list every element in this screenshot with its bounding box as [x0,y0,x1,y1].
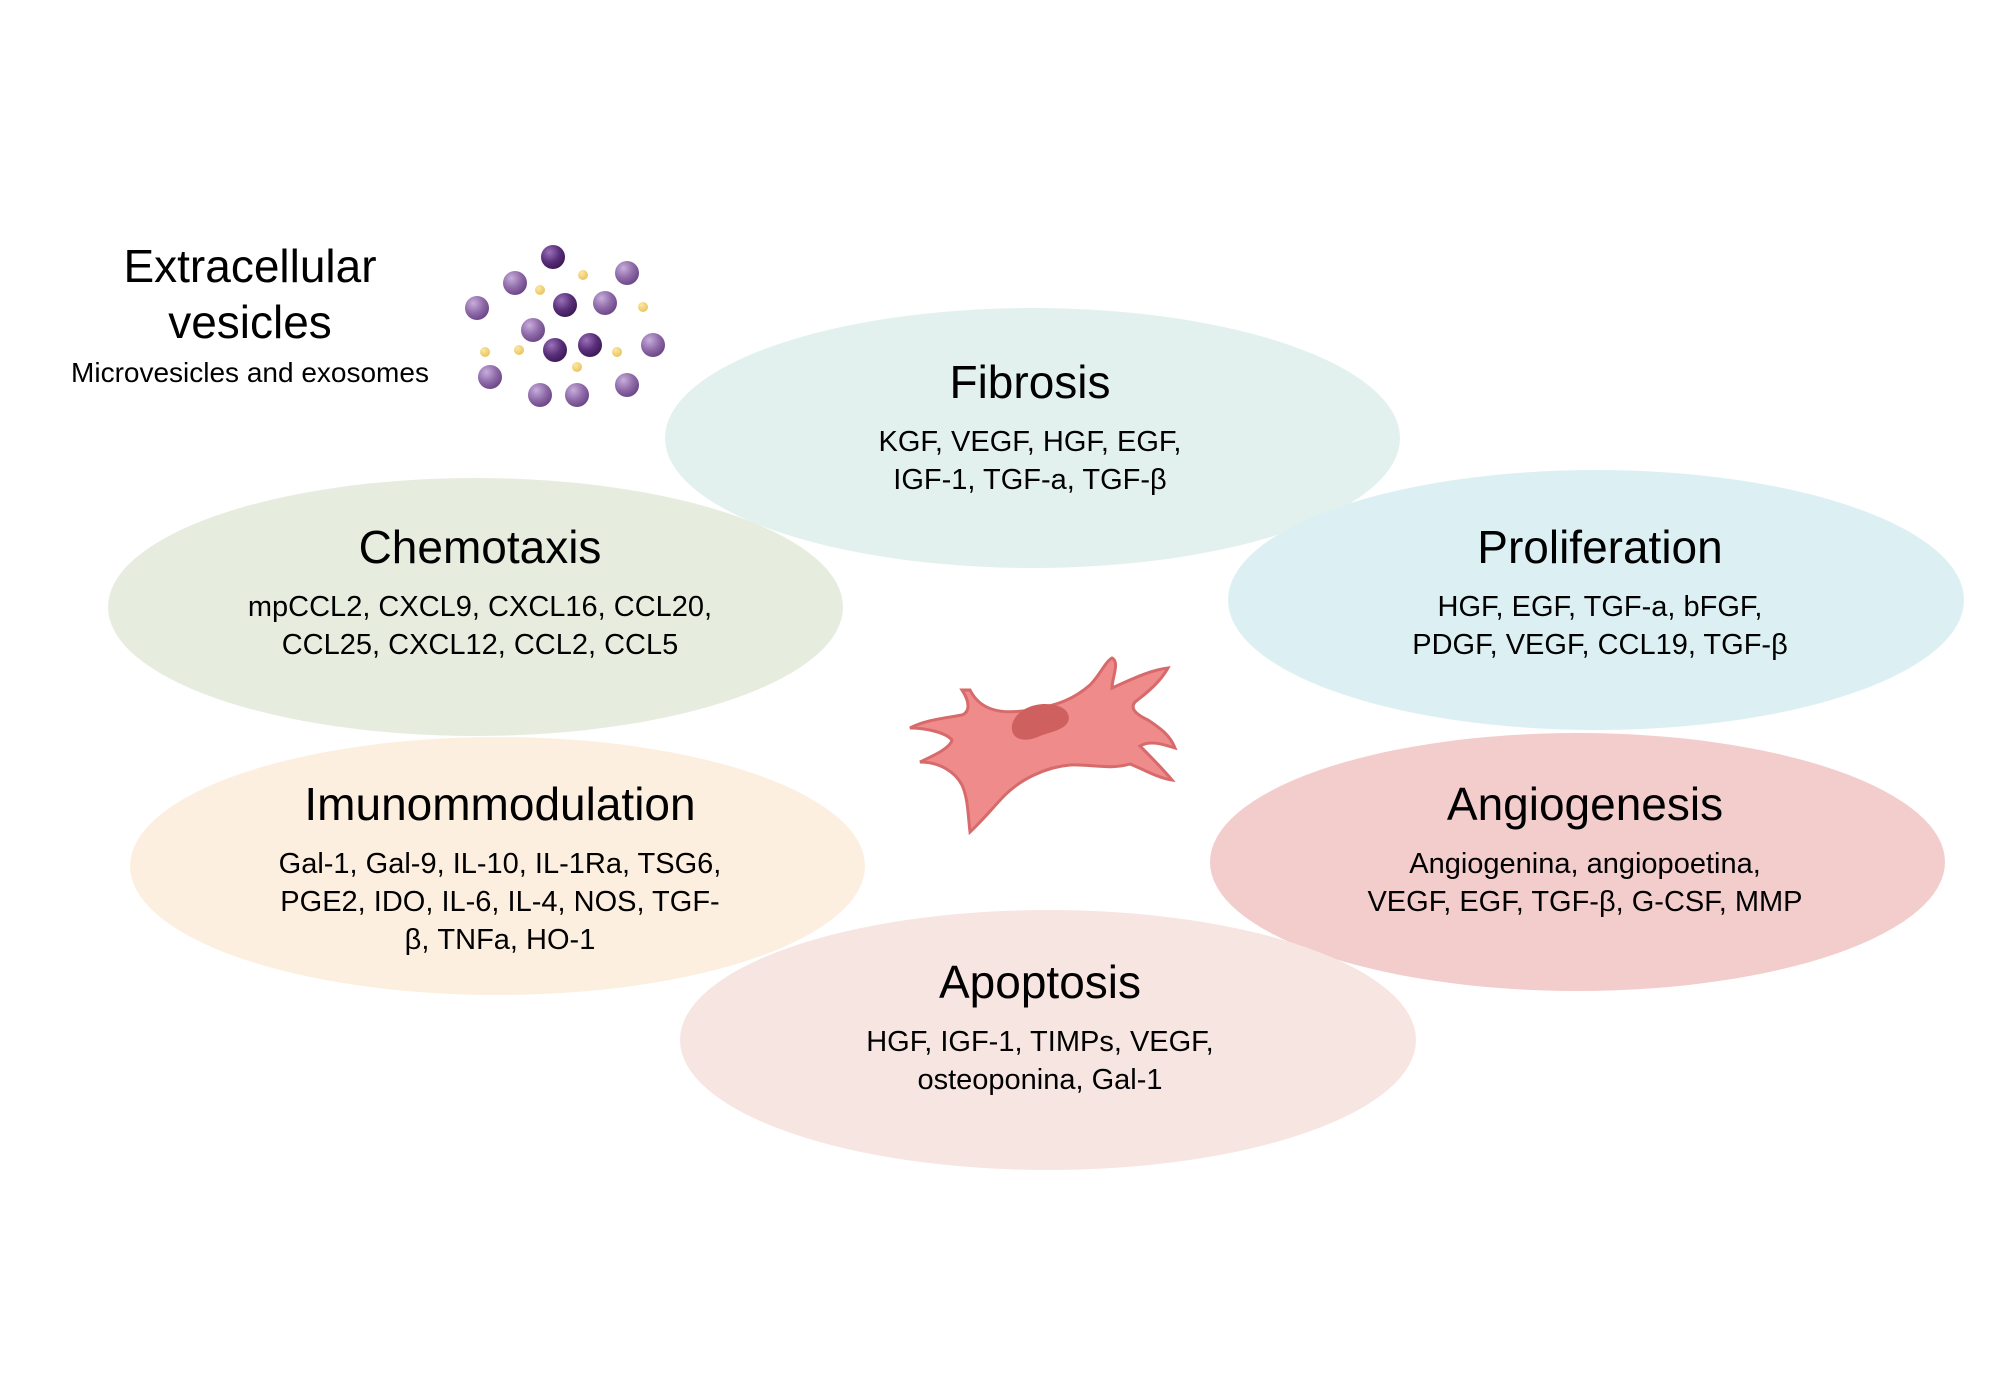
vesicles-title-line: Extracellular [123,240,377,292]
category-factor-line: HGF, EGF, TGF-a, bFGF, [1437,591,1763,623]
vesicle-small [578,270,588,280]
vesicle-large [641,333,665,357]
category-title: Angiogenesis [1446,778,1724,830]
vesicle-small [612,347,622,357]
category-title: Chemotaxis [358,521,602,573]
vesicle-large [541,245,565,269]
category-title: Proliferation [1477,521,1723,573]
vesicle-large [478,365,502,389]
vesicle-large [521,318,545,342]
vesicle-large [615,261,639,285]
category-factor-line: Angiogenina, angiopoetina, [1409,848,1761,880]
ellipse-chemotaxis [108,478,843,736]
category-factor-line: VEGF, EGF, TGF-β, G-CSF, MMP [1367,886,1803,918]
vesicle-large [528,383,552,407]
category-factor-line: mpCCL2, CXCL9, CXCL16, CCL20, [247,591,713,623]
ellipse-apoptosis [680,910,1416,1170]
category-title: Imunommodulation [304,778,696,830]
cell-icon [909,656,1178,835]
cell-nucleus [1011,704,1069,740]
category-factor-line: osteoponina, Gal-1 [917,1064,1163,1096]
cell-body [909,656,1178,835]
vesicle-large [553,293,577,317]
vesicles-icon [465,245,665,407]
category-factor-line: Gal-1, Gal-9, IL-10, IL-1Ra, TSG6, [278,848,722,880]
vesicle-small [535,285,545,295]
category-factor-line: PGE2, IDO, IL-6, IL-4, NOS, TGF- [280,886,720,918]
category-factor-line: CCL25, CXCL12, CCL2, CCL5 [281,629,679,661]
vesicle-large [615,373,639,397]
vesicle-small [572,362,582,372]
ellipse-proliferation [1228,470,1964,730]
vesicle-large [565,383,589,407]
vesicles-title-line: vesicles [168,296,332,348]
vesicle-large [465,296,489,320]
category-factor-line: KGF, VEGF, HGF, EGF, [878,426,1182,458]
ellipse-imunommodulation [130,737,865,995]
vesicle-small [638,302,648,312]
vesicles-subtitle: Microvesicles and exosomes [71,357,429,388]
vesicle-small [480,347,490,357]
vesicle-large [503,271,527,295]
category-factor-line: β, TNFa, HO-1 [404,924,596,956]
ellipse-angiogenesis [1210,733,1945,991]
vesicle-large [593,291,617,315]
category-factor-line: PDGF, VEGF, CCL19, TGF-β [1412,629,1788,661]
category-factor-line: HGF, IGF-1, TIMPs, VEGF, [866,1026,1214,1058]
vesicles-title: Extracellular vesicles [40,238,460,350]
vesicle-large [543,338,567,362]
category-title: Fibrosis [949,356,1111,408]
category-title: Apoptosis [938,956,1141,1008]
ellipse-fibrosis [665,308,1400,568]
category-factor-line: IGF-1, TGF-a, TGF-β [893,464,1167,496]
label-group-chemotaxis: Chemotaxis mpCCL2, CXCL9, CXCL16, CCL20, C… [200,520,760,664]
vesicle-small [514,345,524,355]
vesicle-large [578,333,602,357]
